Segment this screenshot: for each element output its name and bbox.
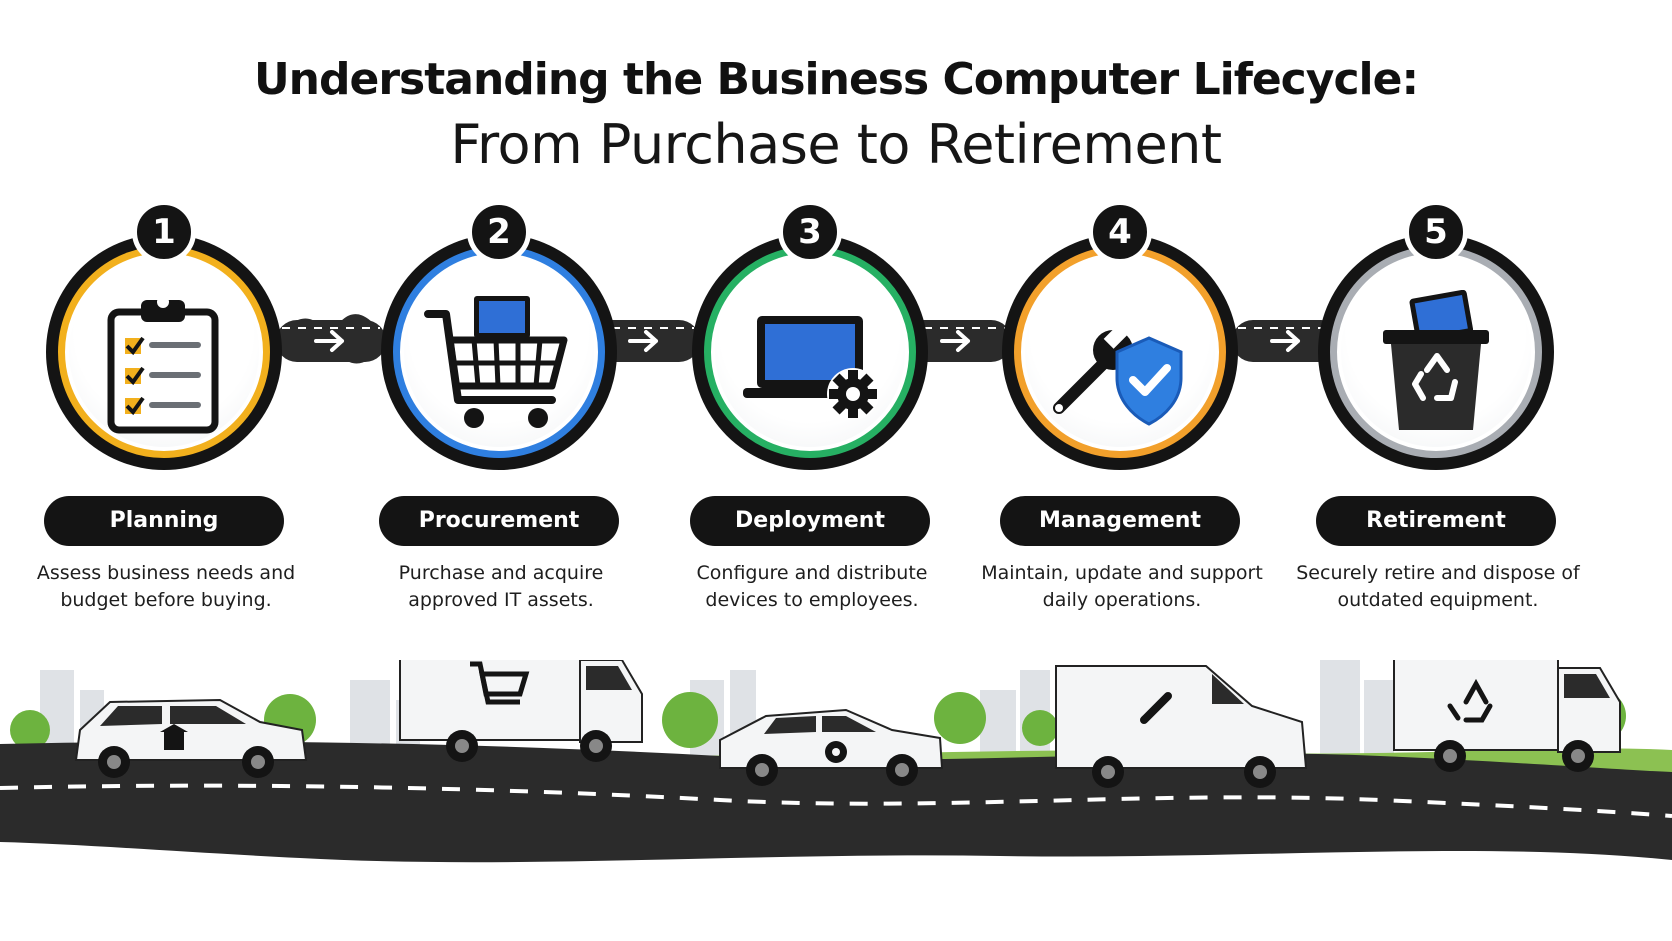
wrench-icon [1140, 692, 1172, 724]
shopping-cart-laptop-icon [424, 296, 568, 428]
connector-1-2 [276, 314, 386, 364]
street-scene [0, 660, 1672, 863]
stage-description: Purchase and acquire approved IT assets. [398, 562, 604, 611]
stage-description: Securely retire and dispose of outdated … [1296, 562, 1580, 611]
stage-number: 2 [467, 200, 531, 264]
header: Understanding the Business Computer Life… [0, 52, 1672, 178]
stage-label: Procurement [379, 496, 619, 546]
vehicle-box-truck-recycle [1393, 660, 1621, 772]
stage-label: Planning [44, 496, 284, 546]
shield-icon [1115, 336, 1183, 426]
stage-number: 1 [132, 200, 196, 264]
page-subtitle: From Purchase to Retirement [450, 113, 1222, 176]
stage-description: Assess business needs and budget before … [36, 562, 296, 611]
vehicle-sedan [719, 708, 944, 786]
stage-number: 3 [778, 200, 842, 264]
cart-icon [470, 661, 530, 705]
stage-label: Retirement [1316, 496, 1556, 546]
stage-number: 4 [1088, 200, 1152, 264]
stage-label: Deployment [690, 496, 930, 546]
clipboard-checklist-icon [107, 296, 219, 434]
page-title: Understanding the Business Computer Life… [253, 54, 1419, 105]
stage-description: Configure and distribute devices to empl… [696, 562, 928, 611]
wrench-shield-icon [1053, 320, 1183, 426]
stage-ring [692, 234, 928, 470]
vehicle-suv [74, 698, 308, 778]
recycle-icon [1447, 678, 1493, 723]
recycle-bin-icon [1383, 290, 1489, 430]
laptop-gear-icon [743, 316, 879, 420]
stage-label: Management [1000, 496, 1240, 546]
gear-icon [825, 741, 847, 763]
building-icon [160, 724, 188, 750]
vehicle-van [1055, 665, 1308, 788]
vehicle-box-truck [399, 660, 643, 762]
stage-description: Maintain, update and support daily opera… [981, 562, 1263, 611]
stage-number: 5 [1404, 200, 1468, 264]
